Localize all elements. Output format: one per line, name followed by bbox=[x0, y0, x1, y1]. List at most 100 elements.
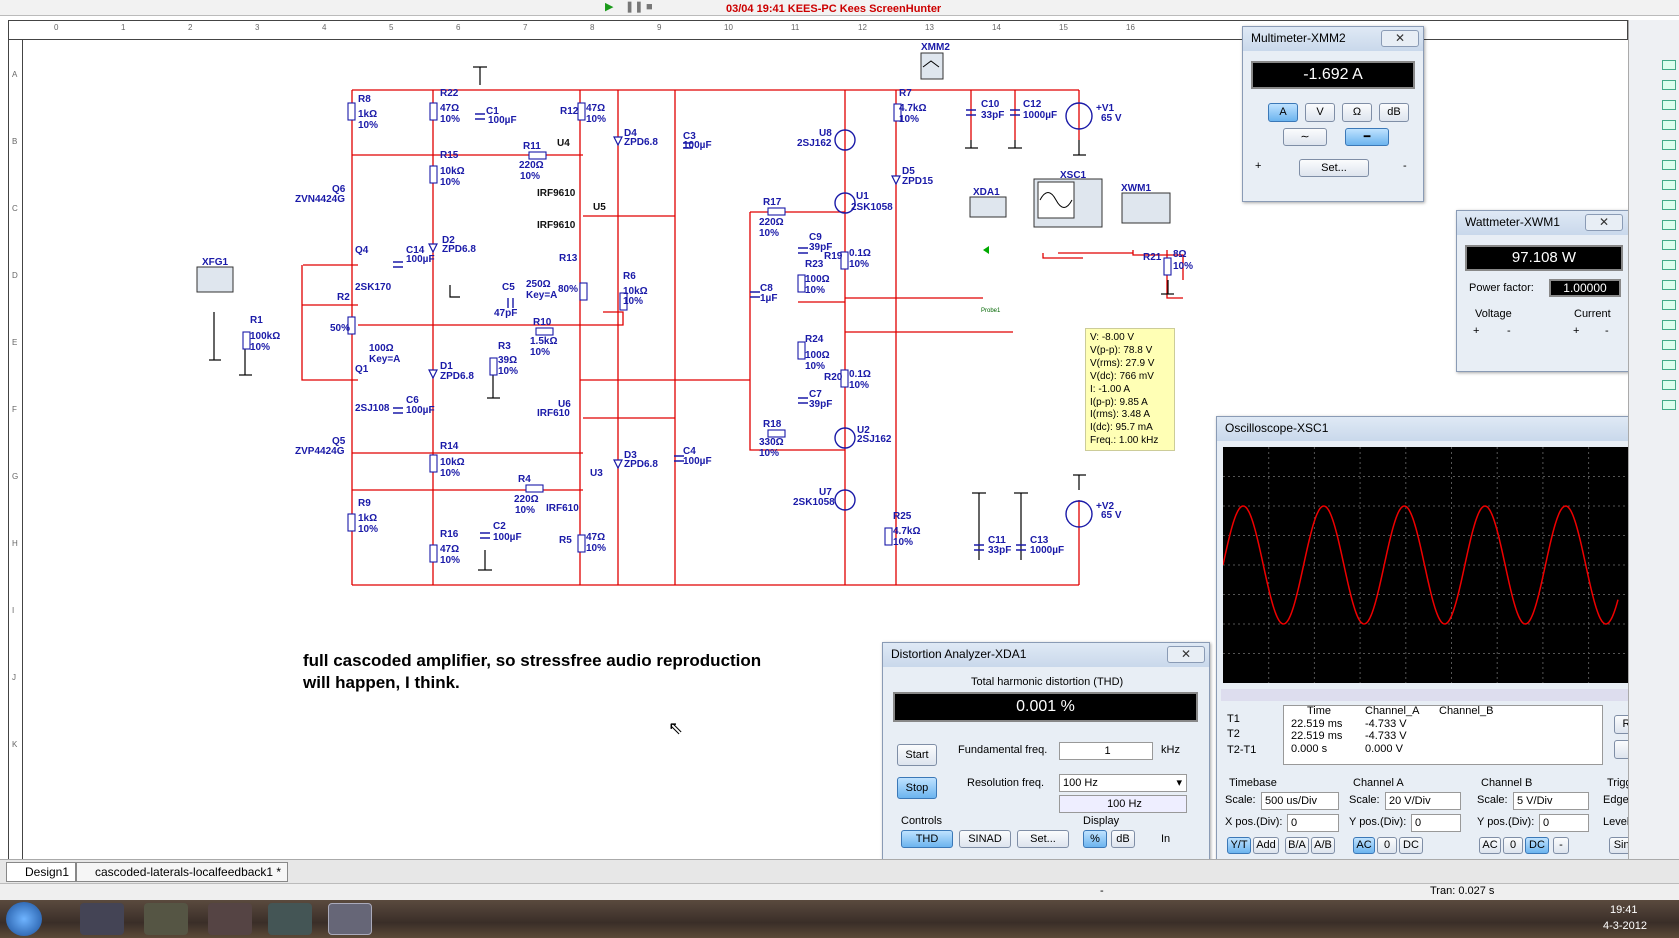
close-icon[interactable]: ✕ bbox=[1585, 214, 1623, 231]
multisim-icon[interactable] bbox=[328, 903, 372, 935]
svg-text:C6: C6 bbox=[406, 395, 419, 406]
scope-scrollbar[interactable] bbox=[1221, 689, 1679, 701]
instrument-icon[interactable] bbox=[1662, 320, 1676, 330]
cha-ypos-label: Y pos.(Div): bbox=[1349, 816, 1407, 828]
instrument-icon[interactable] bbox=[1662, 360, 1676, 370]
chb-scale-input[interactable]: 5 V/Div bbox=[1513, 792, 1589, 810]
instrument-icon[interactable] bbox=[1662, 400, 1676, 410]
pause-icon[interactable]: ❚❚ bbox=[625, 1, 644, 13]
instrument-icon[interactable] bbox=[1662, 60, 1676, 70]
instrument-icon[interactable] bbox=[1662, 140, 1676, 150]
cha-ac-button[interactable]: AC bbox=[1353, 837, 1375, 854]
x-pos-input[interactable]: 0 bbox=[1287, 814, 1339, 832]
yt-button[interactable]: Y/T bbox=[1227, 837, 1251, 854]
ruler-row-label: H bbox=[12, 539, 18, 548]
close-icon[interactable]: ✕ bbox=[1167, 646, 1205, 663]
instrument-icon[interactable] bbox=[1662, 220, 1676, 230]
svg-text:10%: 10% bbox=[849, 380, 869, 391]
multimeter-window[interactable]: Multimeter-XMM2 ✕ -1.692 A A V Ω dB ∼ ━ … bbox=[1242, 26, 1424, 202]
resolution-freq-select[interactable]: 100 Hz ▾ bbox=[1059, 774, 1187, 792]
fundamental-freq-input[interactable]: 1 bbox=[1059, 742, 1153, 760]
set-button[interactable]: Set... bbox=[1017, 830, 1069, 848]
ruler-row-label: D bbox=[12, 271, 18, 280]
sinad-button[interactable]: SINAD bbox=[959, 830, 1011, 848]
svg-text:39pF: 39pF bbox=[809, 399, 832, 410]
percent-button[interactable]: % bbox=[1083, 830, 1107, 848]
ruler-row-label: B bbox=[12, 137, 18, 146]
timebase-scale-input[interactable]: 500 us/Div bbox=[1261, 792, 1339, 810]
chevron-down-icon[interactable]: ▾ bbox=[1176, 777, 1182, 789]
svg-text:2SK1058: 2SK1058 bbox=[793, 497, 835, 508]
cha-scale-input[interactable]: 20 V/Div bbox=[1385, 792, 1461, 810]
instrument-icon[interactable] bbox=[1662, 340, 1676, 350]
tab-design1[interactable]: Design1 bbox=[6, 862, 77, 882]
instrument-icon[interactable] bbox=[1662, 240, 1676, 250]
wattmeter-window[interactable]: Wattmeter-XWM1 ✕ 97.108 W Power factor: … bbox=[1456, 210, 1629, 372]
svg-text:33pF: 33pF bbox=[988, 545, 1011, 556]
close-icon[interactable]: ✕ bbox=[1381, 30, 1419, 47]
distortion-analyzer-window[interactable]: Distortion Analyzer-XDA1 ✕ Total harmoni… bbox=[882, 642, 1210, 861]
explorer-icon[interactable] bbox=[144, 903, 188, 935]
chb-ac-button[interactable]: AC bbox=[1479, 837, 1501, 854]
clock-time[interactable]: 19:41 bbox=[1610, 904, 1638, 916]
ac-mode-button[interactable]: ∼ bbox=[1283, 128, 1327, 146]
chb-zero-button[interactable]: 0 bbox=[1503, 837, 1523, 854]
cha-dc-button[interactable]: DC bbox=[1399, 837, 1423, 854]
t2-label: T2 bbox=[1227, 728, 1240, 740]
add-button[interactable]: Add bbox=[1253, 837, 1279, 854]
tab-cascoded-laterals[interactable]: cascoded-laterals-localfeedback1 * bbox=[76, 862, 289, 882]
mode-ohms-button[interactable]: Ω bbox=[1342, 103, 1372, 122]
svg-text:R3: R3 bbox=[498, 341, 511, 352]
cha-zero-button[interactable]: 0 bbox=[1377, 837, 1397, 854]
ba-button[interactable]: B/A bbox=[1285, 837, 1309, 854]
instrument-icon[interactable] bbox=[1662, 300, 1676, 310]
start-orb-icon[interactable] bbox=[6, 902, 42, 936]
chb-ypos-input[interactable]: 0 bbox=[1539, 814, 1589, 832]
svg-text:C9: C9 bbox=[809, 232, 822, 243]
stop-button[interactable]: Stop bbox=[897, 777, 937, 799]
t1-time: 22.519 ms bbox=[1291, 718, 1343, 730]
current-plus-label: + bbox=[1573, 325, 1580, 337]
probe-line: I: -1.00 A bbox=[1090, 383, 1131, 395]
instrument-icon[interactable] bbox=[1662, 180, 1676, 190]
instrument-icon[interactable] bbox=[1662, 260, 1676, 270]
svg-text:10%: 10% bbox=[358, 524, 378, 535]
ruler-row-label: E bbox=[12, 338, 18, 347]
multimeter-set-button[interactable]: Set... bbox=[1299, 159, 1369, 177]
t2-time: 22.519 ms bbox=[1291, 730, 1343, 742]
dc-mode-button[interactable]: ━ bbox=[1345, 128, 1389, 146]
media-player-icon[interactable] bbox=[80, 903, 124, 935]
t1-label: T1 bbox=[1227, 713, 1240, 725]
run-icon[interactable]: ▶ bbox=[605, 1, 614, 13]
chb-scale-label: Scale: bbox=[1477, 794, 1508, 806]
resolution-freq-value: 100 Hz bbox=[1063, 777, 1098, 789]
cha-ypos-input[interactable]: 0 bbox=[1411, 814, 1461, 832]
svg-text:100µF: 100µF bbox=[683, 456, 712, 467]
instrument-icon[interactable] bbox=[1662, 100, 1676, 110]
svg-text:220Ω: 220Ω bbox=[519, 160, 544, 171]
instrument-icon[interactable] bbox=[1662, 120, 1676, 130]
svg-text:XSC1: XSC1 bbox=[1060, 170, 1087, 181]
chb-dc-button[interactable]: DC bbox=[1525, 837, 1549, 854]
start-button[interactable]: Start bbox=[897, 744, 937, 766]
svg-text:R2: R2 bbox=[337, 292, 350, 303]
chrome-icon[interactable] bbox=[208, 903, 252, 935]
instrument-icon[interactable] bbox=[1662, 200, 1676, 210]
svg-text:R23: R23 bbox=[805, 259, 824, 270]
mode-amps-button[interactable]: A bbox=[1268, 103, 1298, 122]
oscilloscope-window[interactable]: Oscilloscope-XSC1 Time Channel_A Channel… bbox=[1216, 416, 1679, 865]
stop-icon[interactable]: ■ bbox=[646, 1, 653, 13]
instrument-icon[interactable] bbox=[1662, 280, 1676, 290]
db-button[interactable]: dB bbox=[1111, 830, 1135, 848]
instrument-icon[interactable] bbox=[1662, 160, 1676, 170]
svg-text:1µF: 1µF bbox=[760, 293, 777, 304]
mode-volts-button[interactable]: V bbox=[1305, 103, 1335, 122]
instrument-icon[interactable] bbox=[1662, 380, 1676, 390]
safari-icon[interactable] bbox=[268, 903, 312, 935]
instrument-icon[interactable] bbox=[1662, 80, 1676, 90]
clock-date[interactable]: 4-3-2012 bbox=[1603, 920, 1648, 932]
ab-button[interactable]: A/B bbox=[1311, 837, 1335, 854]
chb-invert-button[interactable]: - bbox=[1553, 837, 1569, 854]
thd-button[interactable]: THD bbox=[901, 830, 953, 848]
mode-db-button[interactable]: dB bbox=[1379, 103, 1409, 122]
